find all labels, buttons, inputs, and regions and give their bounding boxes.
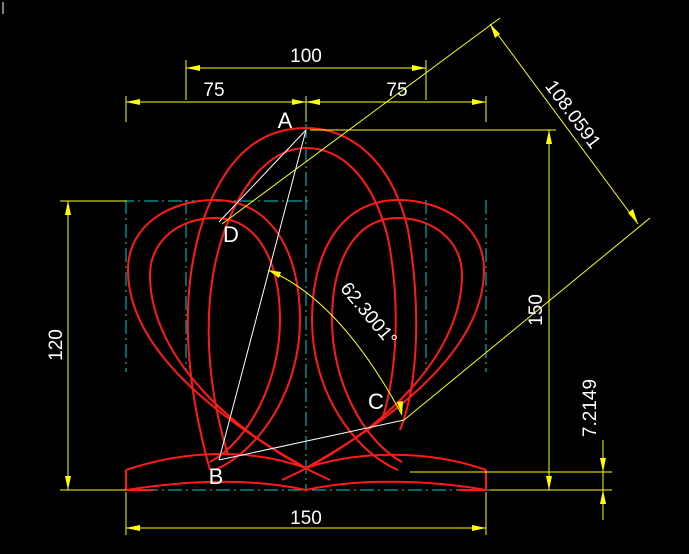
- dim-text-left-height: 120: [46, 329, 67, 361]
- dim-text-left-half: 75: [203, 80, 224, 101]
- arrow: [292, 99, 306, 105]
- arrow: [600, 490, 606, 504]
- top-arch-outer: [186, 126, 418, 471]
- point-label-c: C: [368, 389, 384, 414]
- arrow: [546, 130, 552, 144]
- ext-line-diag-1: [221, 17, 501, 225]
- point-label-a: A: [278, 108, 293, 133]
- arrow: [126, 525, 140, 531]
- arrow: [186, 65, 200, 71]
- base-arc-inner: [125, 480, 487, 492]
- arrow: [65, 476, 71, 490]
- top-arch-inner: [207, 146, 397, 456]
- ext-line-diag-2: [403, 217, 651, 421]
- point-labels: A B C D: [209, 108, 384, 489]
- line-d-a: [218, 129, 307, 223]
- right-loop-inner: [281, 216, 464, 481]
- left-loop-inner: [148, 216, 331, 481]
- dim-text-bottom-span: 150: [290, 508, 322, 529]
- dim-text-right-half: 75: [386, 80, 407, 101]
- line-b-c: [218, 419, 405, 461]
- dim-text-small-height: 7.2149: [580, 379, 601, 437]
- arrow: [546, 476, 552, 490]
- arrow: [600, 458, 606, 472]
- arrow: [472, 99, 486, 105]
- arrow: [490, 24, 500, 38]
- arrow: [412, 65, 426, 71]
- line-a-b: [218, 129, 307, 461]
- arrow: [628, 209, 638, 224]
- arrow: [306, 99, 320, 105]
- arrow: [472, 525, 486, 531]
- point-label-d: D: [223, 222, 239, 247]
- dimensions: [60, 17, 651, 535]
- arrow: [268, 270, 281, 278]
- arrow: [65, 201, 71, 215]
- angle-arc: [267, 269, 403, 416]
- dim-text-top-span: 100: [290, 46, 322, 67]
- arrow: [397, 401, 403, 415]
- arrow: [126, 99, 140, 105]
- dim-line-diagonal: [489, 23, 639, 225]
- left-loop-outer: [126, 198, 307, 471]
- point-label-b: B: [209, 464, 224, 489]
- construction-lines: [218, 129, 405, 461]
- dim-text-right-height: 150: [526, 294, 547, 326]
- red-loops: [125, 126, 487, 492]
